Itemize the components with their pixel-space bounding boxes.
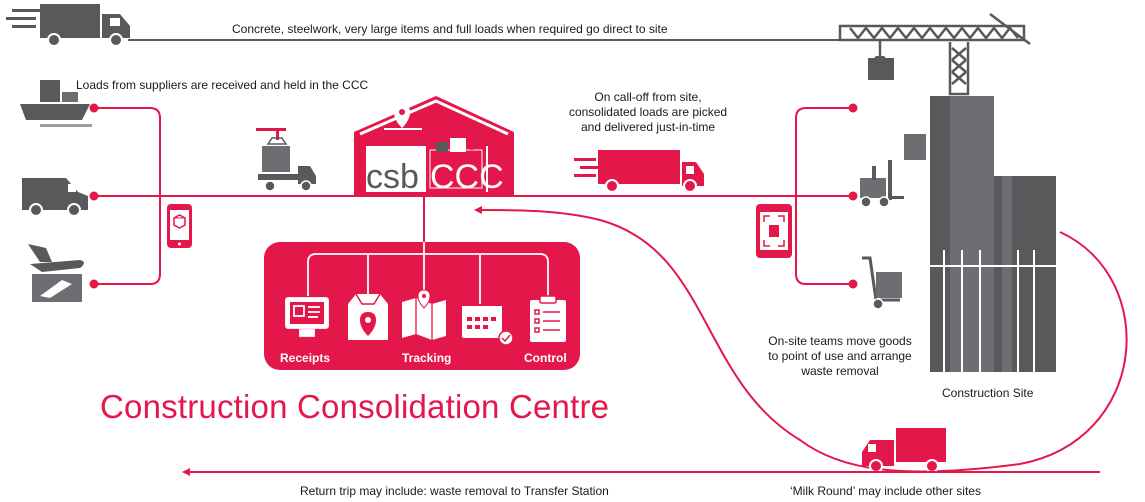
crane-load-icon xyxy=(868,58,894,80)
delivery-truck-icon xyxy=(574,150,704,193)
milk-round-label: ‘Milk Round’ may include other sites xyxy=(790,484,981,498)
feature-label-tracking: Tracking xyxy=(402,351,452,365)
call-off-label: On call-off from site, consolidated load… xyxy=(548,90,748,135)
call-off-line-1: On call-off from site, xyxy=(594,90,702,104)
computer-icon xyxy=(285,297,329,337)
page-title: Construction Consolidation Centre xyxy=(100,388,610,425)
crane-icon xyxy=(838,13,1031,96)
direct-truck-icon xyxy=(6,4,130,47)
supplier-dot-ship xyxy=(89,103,99,113)
construction-tower xyxy=(930,96,1056,372)
onsite-line-3: waste removal xyxy=(801,364,879,378)
site-dot-bottom xyxy=(848,279,858,289)
call-off-line-3: and delivered just-in-time xyxy=(580,120,716,134)
phone-icon xyxy=(167,204,192,248)
site-connectors xyxy=(795,107,853,285)
package-location-icon xyxy=(348,293,388,340)
site-dot-top xyxy=(848,103,858,113)
supplier-dot-van xyxy=(89,191,99,201)
call-off-line-2: consolidated loads are picked xyxy=(568,105,728,119)
logo-csb: csb xyxy=(366,158,419,196)
construction-site-label: Construction Site xyxy=(942,386,1034,400)
van-icon xyxy=(22,178,88,217)
return-loop-arrow xyxy=(474,206,1128,473)
feature-connectors xyxy=(307,242,549,304)
onsite-label: On-site teams move goods to point of use… xyxy=(750,334,930,379)
ship-icon xyxy=(20,80,92,127)
warehouse-building xyxy=(354,96,514,196)
site-dot-middle xyxy=(848,191,858,201)
return-trip-label: Return trip may include: waste removal t… xyxy=(300,484,609,498)
onsite-line-1: On-site teams move goods xyxy=(768,334,912,348)
tablet-icon xyxy=(756,204,792,258)
feature-label-control: Control xyxy=(524,351,567,365)
clipboard-icon xyxy=(530,295,566,342)
milk-round-truck-icon xyxy=(862,428,946,473)
suppliers-label: Loads from suppliers are received and he… xyxy=(76,78,369,92)
supplier-dot-plane xyxy=(89,279,99,289)
calendar-icon xyxy=(462,306,514,346)
direct-route-label: Concrete, steelwork, very large items an… xyxy=(232,22,668,36)
logo-ccc: CCC xyxy=(430,158,504,196)
feature-label-receipts: Receipts xyxy=(280,351,331,365)
supplier-connectors xyxy=(94,107,161,285)
crane-truck-icon xyxy=(256,128,316,192)
map-icon xyxy=(402,289,446,340)
forklift-icon xyxy=(860,134,926,208)
plane-icon xyxy=(28,244,84,302)
onsite-line-2: to point of use and arrange xyxy=(768,349,912,363)
hand-trolley-icon xyxy=(862,256,902,310)
